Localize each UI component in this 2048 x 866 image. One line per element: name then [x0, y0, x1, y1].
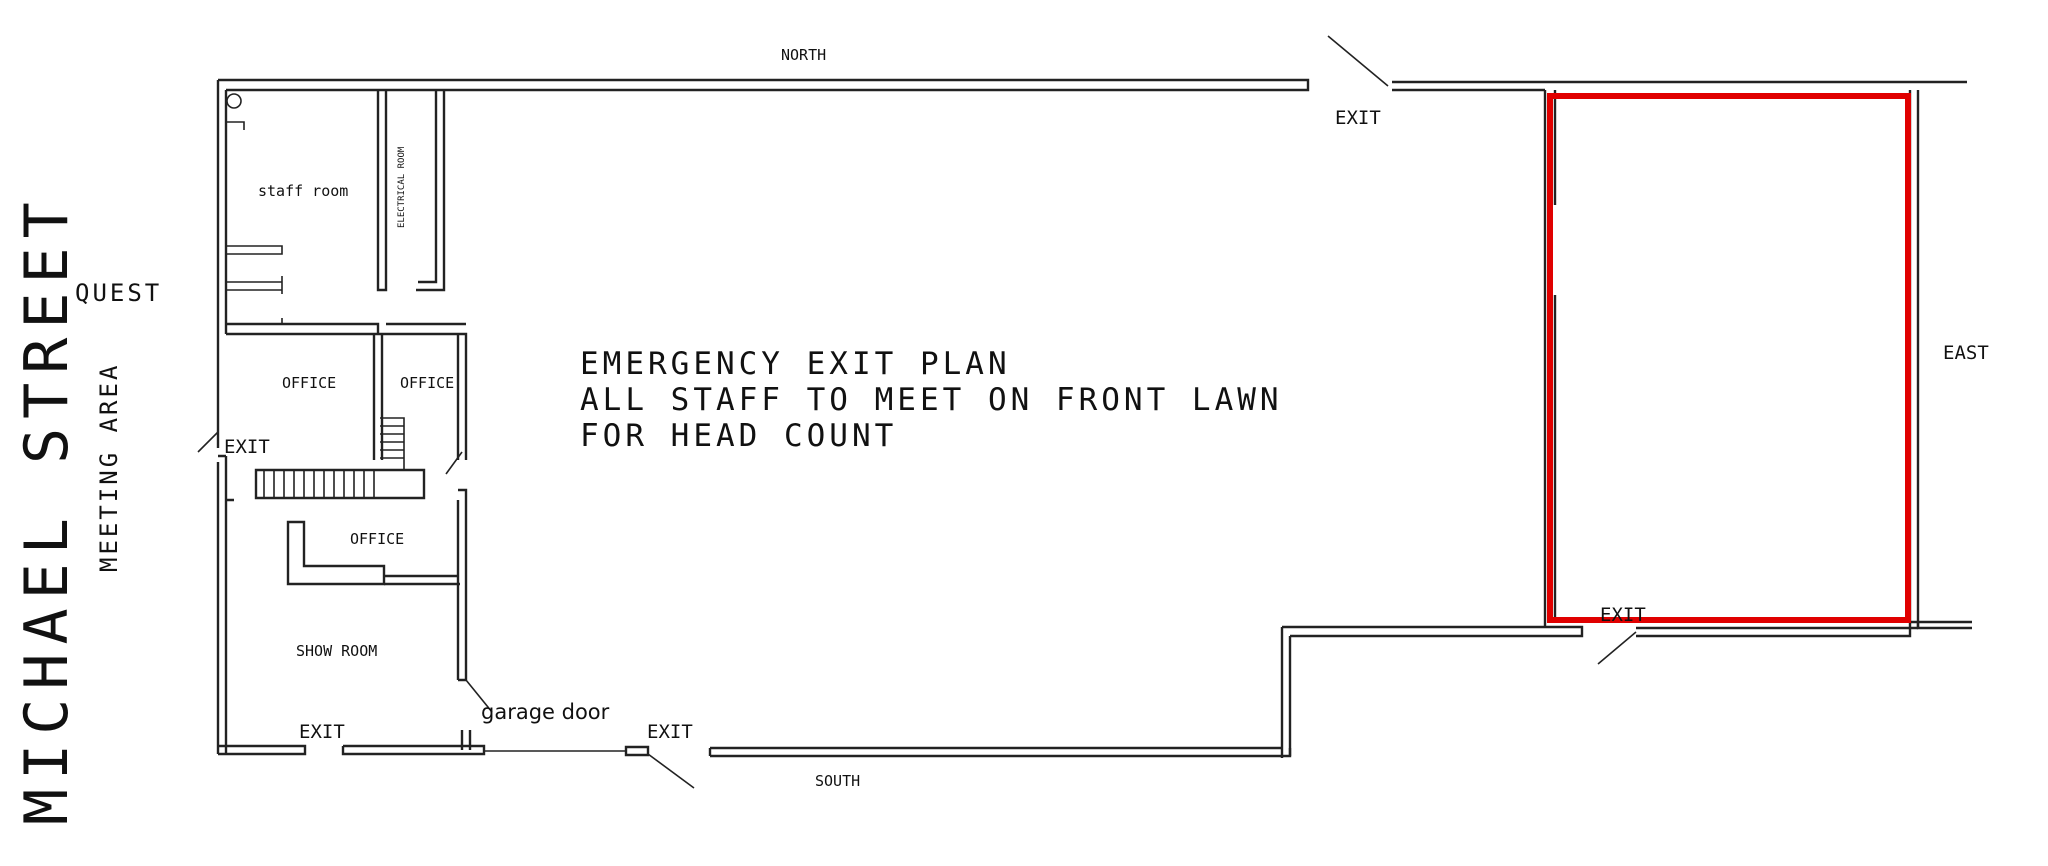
exit-south-left: EXIT: [299, 721, 345, 743]
plan-line2: ALL STAFF TO MEET ON FRONT LAWN: [580, 382, 1283, 418]
exit-north: EXIT: [1335, 107, 1381, 129]
exit-south-mid: EXIT: [647, 721, 693, 743]
highlighted-area: [1547, 93, 1911, 623]
stairs: [263, 425, 404, 498]
office-right-label: OFFICE: [400, 374, 454, 392]
meeting-area-label: MEETING AREA: [95, 363, 123, 572]
staff-room-label: staff room: [258, 182, 348, 200]
plan-line3: FOR HEAD COUNT: [580, 418, 897, 454]
garage-door-label: garage door: [481, 700, 610, 724]
door-swings: [197, 35, 1637, 789]
outer-walls: [216, 78, 1972, 758]
street-label: MICHAEL STREET: [12, 193, 82, 825]
exit-east-bottom: EXIT: [1600, 604, 1646, 626]
exit-west: EXIT: [224, 436, 270, 458]
electrical-room-label: ELECTRICAL ROOM: [397, 146, 407, 228]
show-room-label: SHOW ROOM: [296, 642, 377, 660]
east-label: EAST: [1943, 342, 1989, 364]
office-left-label: OFFICE: [282, 374, 336, 392]
north-label: NORTH: [781, 46, 826, 64]
office-lower-label: OFFICE: [350, 530, 404, 548]
plan-title: EMERGENCY EXIT PLAN: [580, 346, 1011, 382]
interior-walls: [218, 90, 472, 750]
south-label: SOUTH: [815, 772, 860, 790]
west-label: QUEST: [75, 279, 162, 307]
